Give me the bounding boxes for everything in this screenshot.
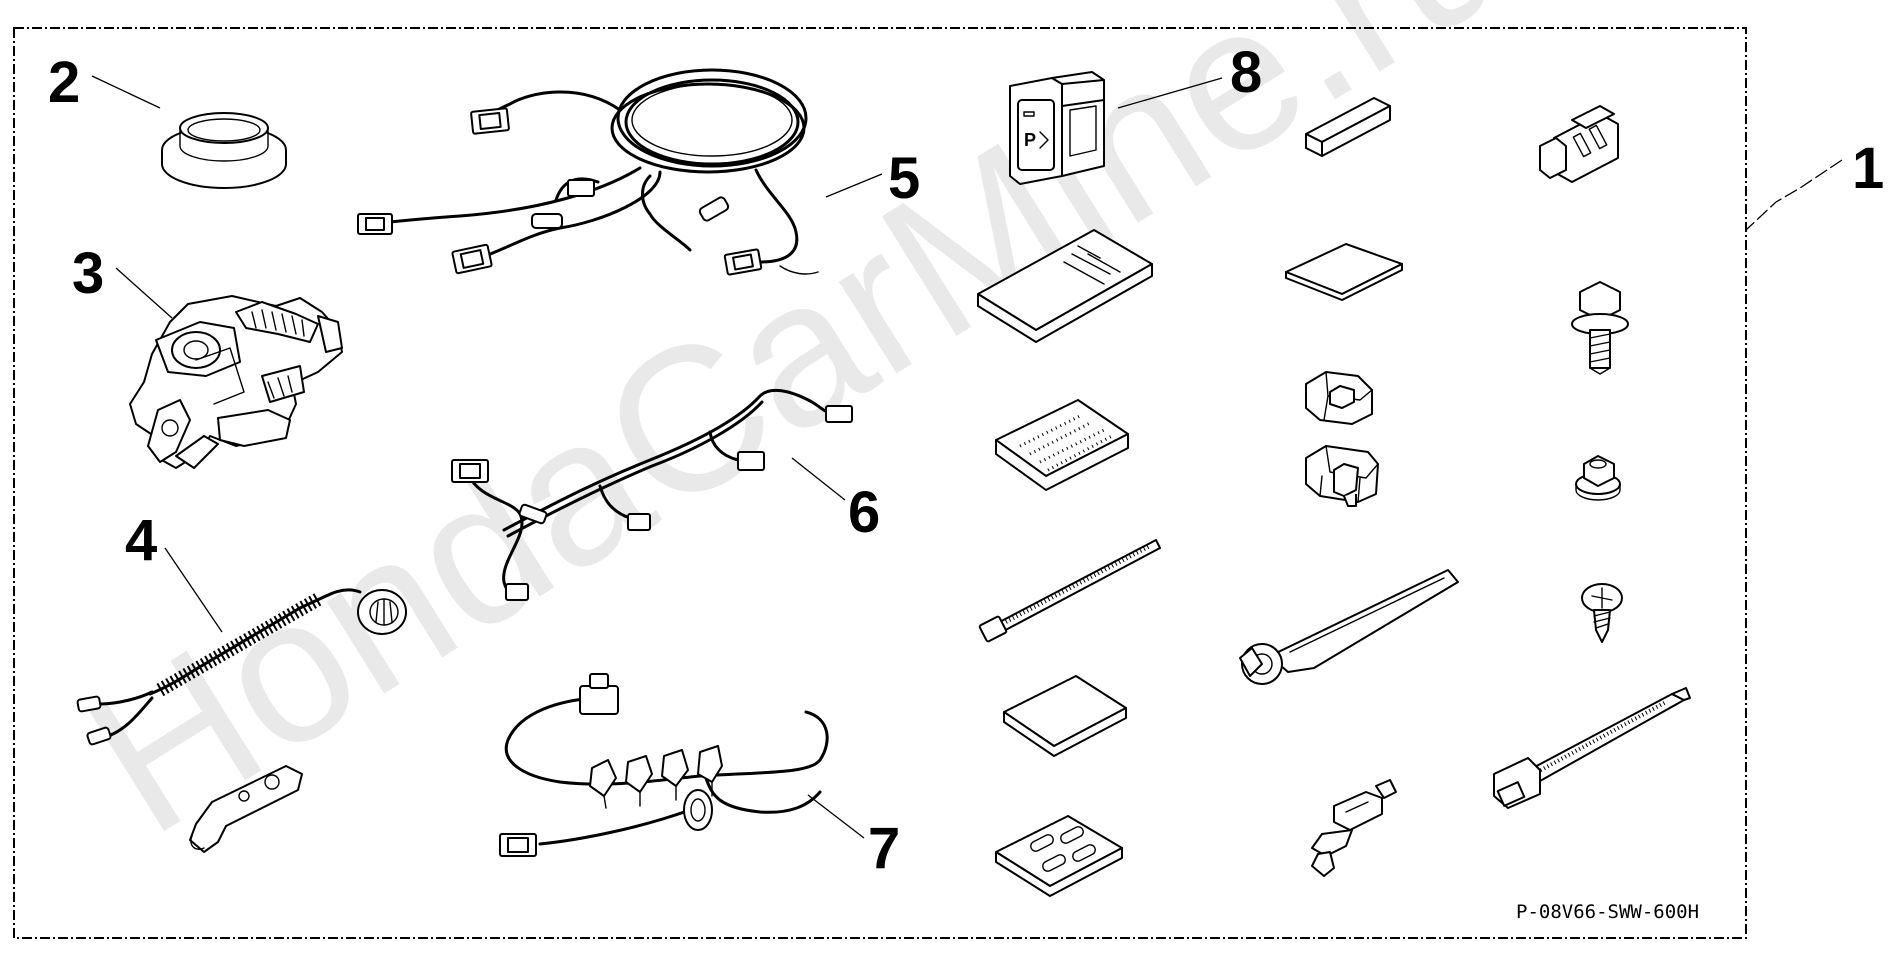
part-code: P-08V66-SWW-600H	[1516, 901, 1699, 923]
cable-tie-small	[978, 539, 1161, 643]
callout-8: 8	[1230, 40, 1262, 105]
ignition-bracket	[129, 295, 343, 469]
branch-harness	[451, 388, 853, 601]
parking-sensor-switch: P	[1009, 71, 1105, 185]
strap-clip	[1239, 569, 1459, 685]
foam-pad	[995, 399, 1129, 491]
tapping-screw	[1581, 583, 1623, 643]
clip-nut	[1305, 371, 1373, 425]
retainer-clip	[1305, 445, 1379, 507]
clip-group	[589, 745, 723, 809]
tape-pad	[1003, 675, 1127, 757]
hex-nut	[1575, 455, 1621, 501]
leader-lines	[91, 75, 1843, 839]
wire-harness-coil	[357, 68, 819, 276]
callout-5: 5	[888, 146, 920, 211]
flange-bolt	[1571, 281, 1629, 375]
push-clip	[1311, 779, 1397, 877]
callout-3: 3	[72, 241, 104, 306]
callout-7: 7	[868, 816, 900, 881]
callout-2: 2	[48, 50, 80, 115]
callout-1: 1	[1852, 136, 1884, 201]
callout-4: 4	[125, 508, 157, 573]
spacer-block	[1305, 97, 1391, 157]
callout-6: 6	[848, 480, 880, 545]
microphone-sensor	[76, 588, 407, 853]
cable-tie-large	[1493, 687, 1691, 809]
instruction-booklet	[977, 229, 1153, 343]
adhesive-pad	[995, 815, 1123, 897]
connector-plug	[1539, 105, 1619, 183]
clip-harness	[499, 673, 829, 857]
svg-text:P: P	[1024, 130, 1036, 150]
grommet-ring	[161, 112, 287, 189]
tape-strip	[1285, 243, 1403, 301]
kit-border	[13, 27, 1747, 939]
